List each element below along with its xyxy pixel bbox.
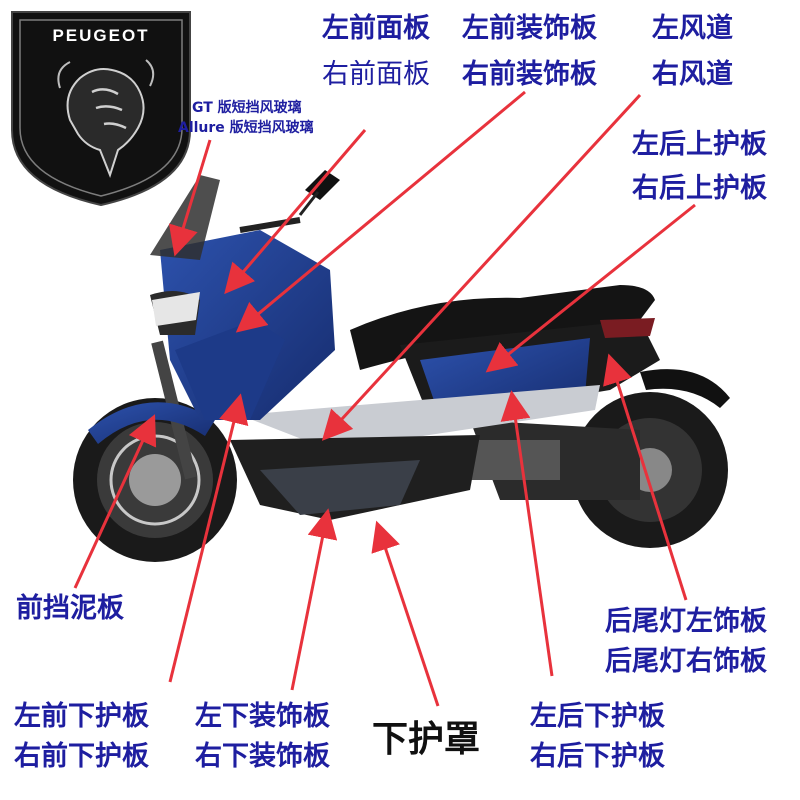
motorcycle-scooter-icon xyxy=(73,170,730,562)
arrow-front-fender xyxy=(73,414,157,589)
arrow-lower-trim xyxy=(290,508,338,691)
label-right-lower-trim: 右下装饰板 xyxy=(195,741,330,772)
label-rear-light-right: 后尾灯右饰板 xyxy=(605,646,767,677)
arrow-front-trim xyxy=(235,90,526,333)
arrow-front-lower xyxy=(168,393,249,683)
pointer-arrows xyxy=(73,90,696,707)
label-right-rear-upper: 右后上护板 xyxy=(632,173,767,204)
brand-name: PEUGEOT xyxy=(52,26,150,45)
label-right-rear-lower: 右后下护板 xyxy=(530,741,665,772)
label-left-lower-trim: 左下装饰板 xyxy=(195,701,330,732)
label-allure-windshield: Allure 版短挡风玻璃 xyxy=(178,120,314,136)
label-left-front-trim: 左前装饰板 xyxy=(462,13,597,44)
label-left-front-panel: 左前面板 xyxy=(322,13,430,44)
label-rear-light-left: 后尾灯左饰板 xyxy=(605,606,767,637)
label-left-rear-lower: 左后下护板 xyxy=(530,701,665,732)
label-front-fender: 前挡泥板 xyxy=(16,593,124,624)
label-under-cover: 下护罩 xyxy=(372,719,481,760)
arrow-air-duct xyxy=(321,93,642,441)
arrow-front-panel xyxy=(224,129,367,295)
arrow-rear-lower xyxy=(500,390,554,677)
label-left-air-duct: 左风道 xyxy=(652,13,733,44)
label-gt-windshield: GT 版短挡风玻璃 xyxy=(192,100,302,116)
arrow-under-cover xyxy=(371,520,440,707)
label-right-front-panel: 右前面板 xyxy=(322,59,430,90)
arrow-windshield xyxy=(168,139,212,257)
label-right-front-lower: 右前下护板 xyxy=(14,741,149,772)
arrow-rear-upper xyxy=(485,203,696,373)
label-right-air-duct: 右风道 xyxy=(652,59,733,90)
arrow-rear-light-trim xyxy=(603,353,688,601)
label-left-rear-upper: 左后上护板 xyxy=(632,129,767,160)
label-right-front-trim: 右前装饰板 xyxy=(462,59,597,90)
peugeot-lion-shield-icon xyxy=(11,11,191,207)
label-left-front-lower: 左前下护板 xyxy=(14,701,149,732)
